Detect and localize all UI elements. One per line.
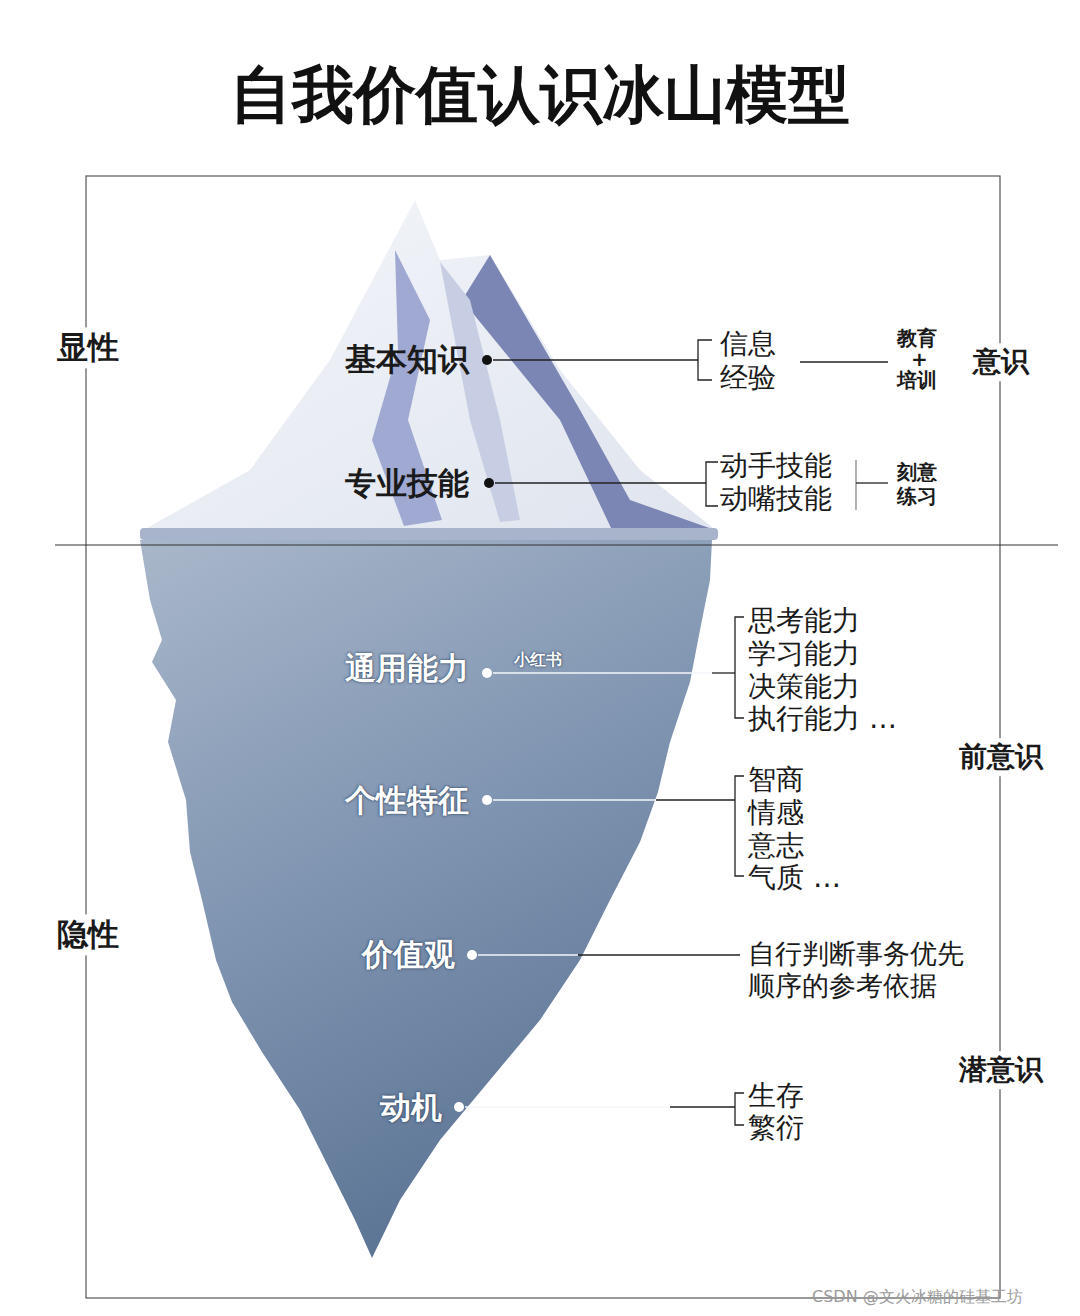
item-text: 决策能力	[748, 670, 860, 704]
layer-name: 价值观	[362, 936, 455, 973]
layer-name: 通用能力	[345, 650, 469, 687]
item-text: 智商	[748, 763, 804, 797]
item-text: 气质 …	[748, 861, 841, 895]
item-text: 自行判断事务优先顺序的参考依据	[748, 938, 972, 1003]
item-text: 繁衍	[748, 1111, 804, 1145]
iceberg-peak	[140, 200, 718, 532]
layer-name: 动机	[380, 1089, 442, 1126]
item-text: 经验	[720, 361, 776, 395]
item-text: 执行能力 …	[748, 702, 897, 736]
title: 自我价值认识冰山模型	[0, 58, 1080, 132]
waterline	[55, 544, 1058, 545]
side-label: 前意识	[956, 738, 1046, 776]
method-text: 培训	[897, 368, 937, 392]
leader-line	[578, 617, 744, 1125]
method-text: +	[911, 347, 928, 371]
watermark: 小红书	[514, 650, 562, 669]
item-text: 学习能力	[748, 637, 860, 671]
item-text: 动嘴技能	[720, 482, 832, 516]
item-text: 动手技能	[720, 449, 832, 483]
side-label: 意识	[970, 343, 1032, 381]
iceberg-underwater	[140, 540, 712, 1258]
leader-line	[465, 673, 712, 1107]
layer-name: 专业技能	[345, 465, 469, 502]
item-text: 信息	[720, 327, 776, 361]
side-label: 潜意识	[956, 1051, 1046, 1089]
side-label: 隐性	[54, 914, 122, 955]
item-text: 思考能力	[748, 604, 860, 638]
item-text: 情感	[748, 796, 804, 830]
item-text: 生存	[748, 1079, 804, 1113]
layer-name: 基本知识	[345, 341, 469, 378]
item-text: 意志	[748, 829, 804, 863]
frame	[86, 176, 1000, 1298]
layer-name: 个性特征	[345, 782, 469, 819]
method-text: 刻意练习	[897, 460, 938, 508]
watermark: CSDN @文火冰糖的硅基工坊	[812, 1287, 1023, 1306]
method-text: 教育	[897, 326, 937, 350]
side-label: 显性	[54, 327, 122, 368]
iceberg-base	[140, 528, 718, 540]
